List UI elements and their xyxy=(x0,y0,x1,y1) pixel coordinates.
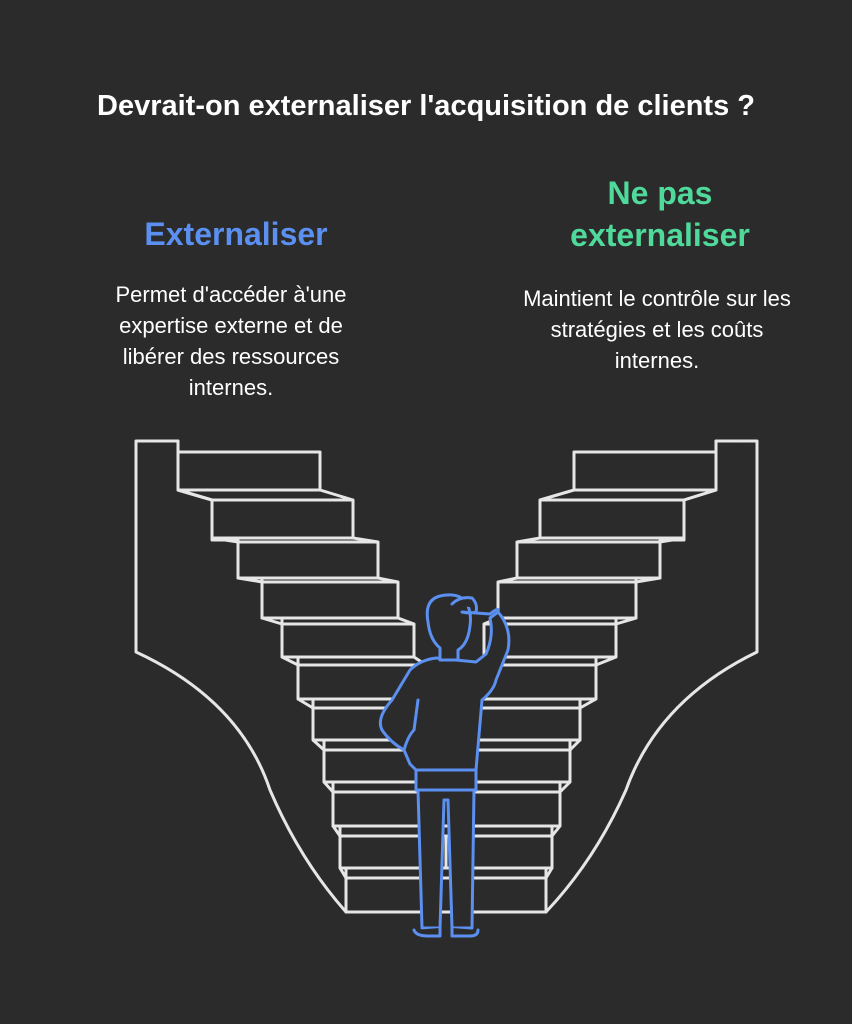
option-externaliser-description: Permet d'accéder à'une expertise externe… xyxy=(115,282,347,400)
page-title: Devrait-on externaliser l'acquisition de… xyxy=(97,90,755,122)
option-ne-pas-externaliser-description: Maintient le contrôle sur les stratégies… xyxy=(523,286,791,373)
option-externaliser-heading: Externaliser xyxy=(144,216,328,252)
option-ne-pas-externaliser-heading: Ne pas externaliser xyxy=(570,175,750,253)
thinking-person-icon xyxy=(378,593,511,938)
staircase-right-icon xyxy=(438,439,759,914)
staircase-left-icon xyxy=(134,439,468,914)
